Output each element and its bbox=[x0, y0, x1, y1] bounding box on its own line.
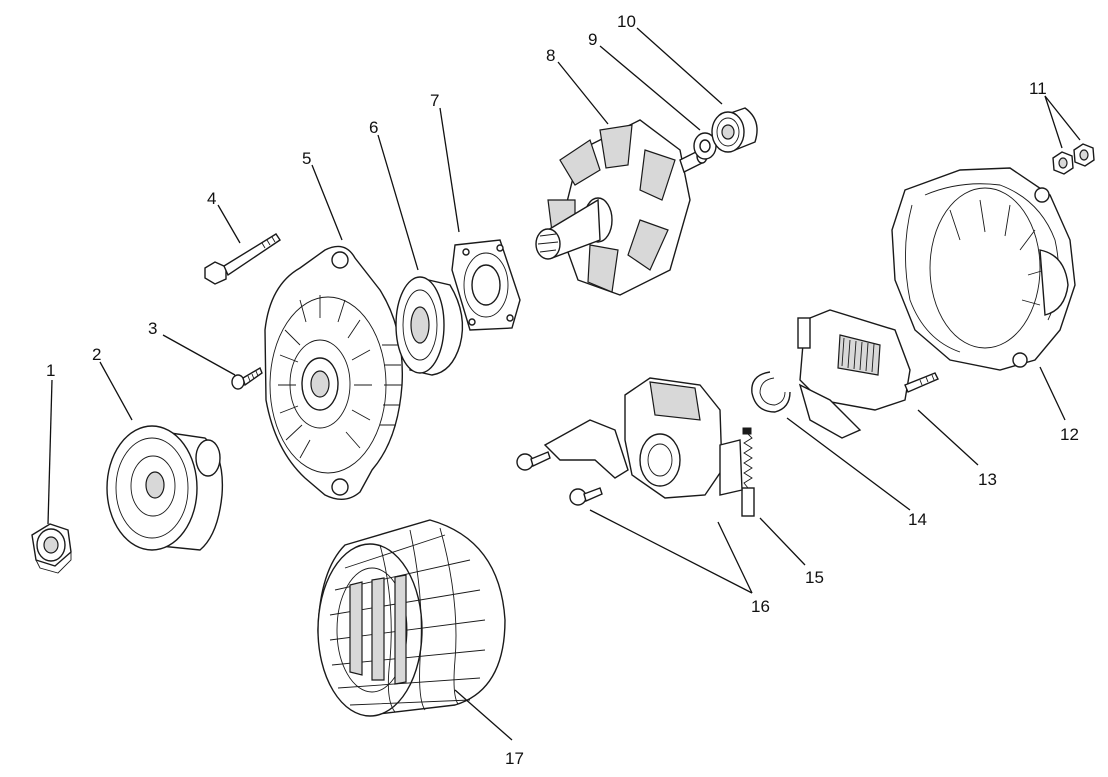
callout-10: 10 bbox=[617, 12, 636, 31]
leader-lines bbox=[47, 27, 1081, 741]
part-2-pulley bbox=[106, 425, 224, 551]
leader-1 bbox=[47, 379, 53, 525]
leader-14 bbox=[786, 417, 911, 511]
leader-16b bbox=[717, 521, 753, 594]
leader-12 bbox=[1039, 366, 1066, 421]
callout-7: 7 bbox=[430, 91, 439, 110]
part-15-brush bbox=[741, 427, 755, 517]
leader-11a bbox=[1044, 95, 1063, 149]
leader-16a bbox=[589, 509, 753, 594]
leader-11b bbox=[1044, 95, 1081, 141]
callout-8: 8 bbox=[546, 46, 555, 65]
part-7-retainer-plate bbox=[451, 239, 521, 331]
leader-15 bbox=[759, 517, 806, 566]
callout-11: 11 bbox=[1029, 79, 1047, 98]
leader-5 bbox=[311, 164, 343, 241]
part-1-nut bbox=[31, 523, 72, 574]
callout-labels: 1 2 3 4 5 6 7 8 9 10 11 12 13 14 15 16 1… bbox=[46, 12, 1079, 768]
callout-4: 4 bbox=[207, 189, 216, 208]
part-16-brush-holder bbox=[516, 377, 743, 506]
part-11-nuts bbox=[1052, 143, 1095, 175]
callout-2: 2 bbox=[92, 345, 101, 364]
part-10-slip-ring bbox=[711, 107, 758, 153]
part-5-drive-end-frame bbox=[264, 245, 404, 500]
callout-9: 9 bbox=[588, 30, 597, 49]
part-4-bolt bbox=[204, 233, 281, 285]
leader-4 bbox=[217, 204, 241, 244]
part-17-stator bbox=[317, 519, 506, 717]
part-3-screw bbox=[231, 366, 263, 390]
callout-3: 3 bbox=[148, 319, 157, 338]
leader-7 bbox=[439, 107, 460, 233]
callout-16: 16 bbox=[751, 597, 770, 616]
leader-10 bbox=[636, 27, 723, 105]
part-14-snap-ring bbox=[751, 371, 791, 413]
leader-6 bbox=[377, 134, 419, 271]
leader-8 bbox=[557, 61, 609, 125]
callout-13: 13 bbox=[978, 470, 997, 489]
callout-17: 17 bbox=[505, 749, 524, 768]
leader-9 bbox=[599, 45, 701, 131]
callout-5: 5 bbox=[302, 149, 311, 168]
callout-15: 15 bbox=[805, 568, 824, 587]
part-13-rectifier bbox=[797, 309, 939, 439]
callout-1: 1 bbox=[46, 361, 55, 380]
part-8-rotor bbox=[535, 119, 708, 296]
part-9-washer bbox=[693, 132, 717, 160]
leader-3 bbox=[162, 334, 236, 376]
leader-2 bbox=[99, 361, 133, 421]
callout-12: 12 bbox=[1060, 425, 1079, 444]
part-6-bearing bbox=[395, 276, 464, 376]
callout-6: 6 bbox=[369, 118, 378, 137]
leader-13 bbox=[917, 409, 979, 466]
part-12-rear-frame bbox=[891, 167, 1076, 371]
leader-17 bbox=[454, 689, 513, 741]
callout-14: 14 bbox=[908, 510, 927, 529]
